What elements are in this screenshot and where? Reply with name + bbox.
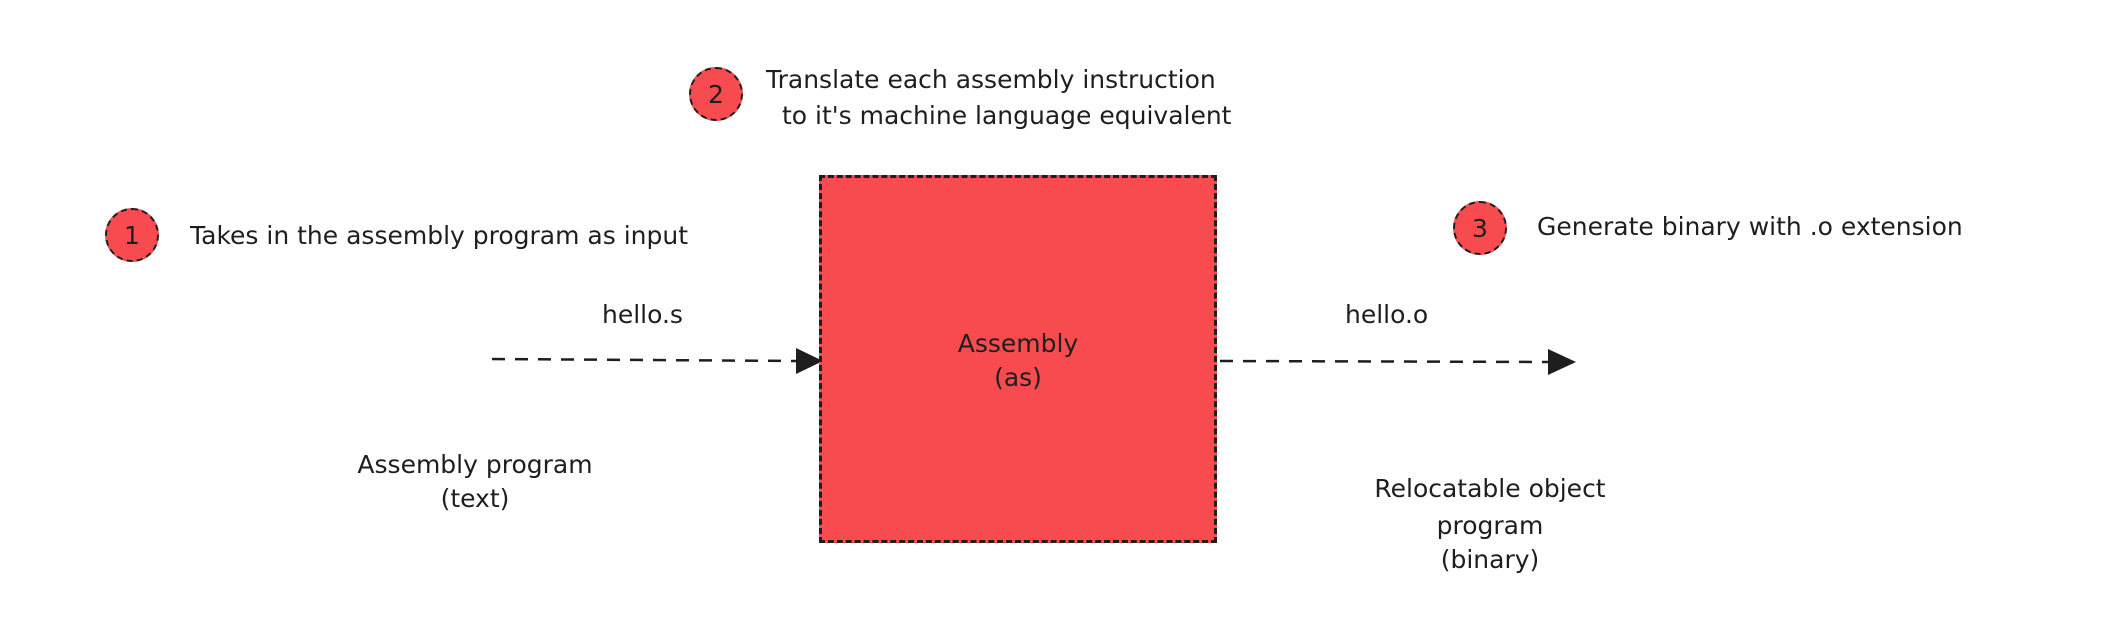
- step-3-number: 3: [1472, 213, 1488, 243]
- input-caption-line2: (text): [440, 484, 510, 513]
- step-2-number: 2: [708, 79, 724, 109]
- input-file-label: hello.s: [602, 300, 683, 329]
- step-1-number: 1: [124, 220, 140, 250]
- step-2-text-line2: to it's machine language equivalent: [782, 101, 1232, 130]
- assembler-block: Assembly (as): [819, 175, 1217, 543]
- output-caption-line1: Relocatable object: [1374, 474, 1606, 503]
- assembler-name: Assembly: [957, 329, 1079, 358]
- step-1-text: Takes in the assembly program as input: [190, 221, 689, 250]
- step-3-text: Generate binary with .o extension: [1537, 212, 1963, 241]
- assembler-command: (as): [994, 363, 1042, 392]
- output-file-label: hello.o: [1345, 300, 1429, 329]
- output-arrow: [1219, 349, 1576, 375]
- step-3-badge: 3: [1453, 201, 1507, 255]
- step-1-badge: 1: [105, 208, 159, 262]
- input-arrow: [491, 348, 823, 374]
- output-caption-line3: (binary): [1440, 545, 1540, 574]
- step-2-badge: 2: [689, 67, 743, 121]
- step-2-text-line1: Translate each assembly instruction: [766, 65, 1216, 94]
- input-caption-line1: Assembly program: [357, 450, 593, 479]
- output-caption-line2: program: [1436, 511, 1544, 540]
